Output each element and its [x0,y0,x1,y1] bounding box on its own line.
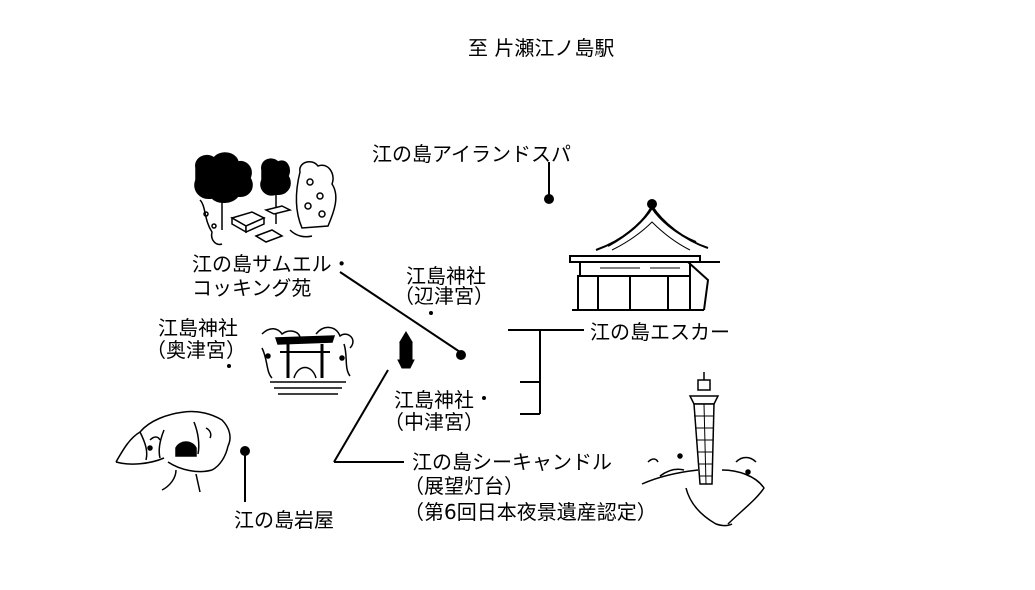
torii-gate-icon [261,326,354,395]
nakatsumiya-dot [482,396,486,400]
hetsumiya-label-line2[interactable]: （辺津宮） [394,284,494,308]
sea-candle-label-line1[interactable]: 江の島シーキャンドル [412,450,612,474]
nakatsumiya-label-line2[interactable]: （中津宮） [384,410,484,434]
shrine-building-icon [569,199,720,311]
okutsumiya-label-line2[interactable]: （奥津宮） [146,338,246,362]
sea-candle-tower-icon [641,372,765,527]
candle-leader-diagonal [333,369,389,463]
lantern-icon [397,331,415,369]
samuel-cocking-label-line2[interactable]: コッキング苑 [192,276,312,300]
samuel-leader-line [339,271,461,353]
nakatsumiya-label-line1[interactable]: 江島神社 [394,388,474,412]
spa-label[interactable]: 江の島アイランドスパ [372,142,571,166]
escar-label[interactable]: 江の島エスカー [590,320,730,344]
spa-dot [544,194,554,204]
garden-trees-icon [194,152,337,246]
iwaya-label[interactable]: 江の島岩屋 [234,508,334,532]
okutsumiya-dot [227,364,231,368]
station-direction-label: 至 片瀬江ノ島駅 [468,36,615,60]
hetsumiya-dot [429,311,433,315]
samuel-dot [456,350,466,360]
hetsumiya-label-line1[interactable]: 江島神社 [406,264,486,288]
cave-icon [115,410,231,493]
sea-candle-label-line3: （第6回日本夜景遺産認定） [404,500,657,524]
samuel-cocking-label-line1[interactable]: 江の島サムエル・ [192,252,352,276]
iwaya-dot [240,446,250,456]
okutsumiya-label-line1[interactable]: 江島神社 [158,316,238,340]
sea-candle-label-line2[interactable]: （展望灯台） [404,474,524,498]
